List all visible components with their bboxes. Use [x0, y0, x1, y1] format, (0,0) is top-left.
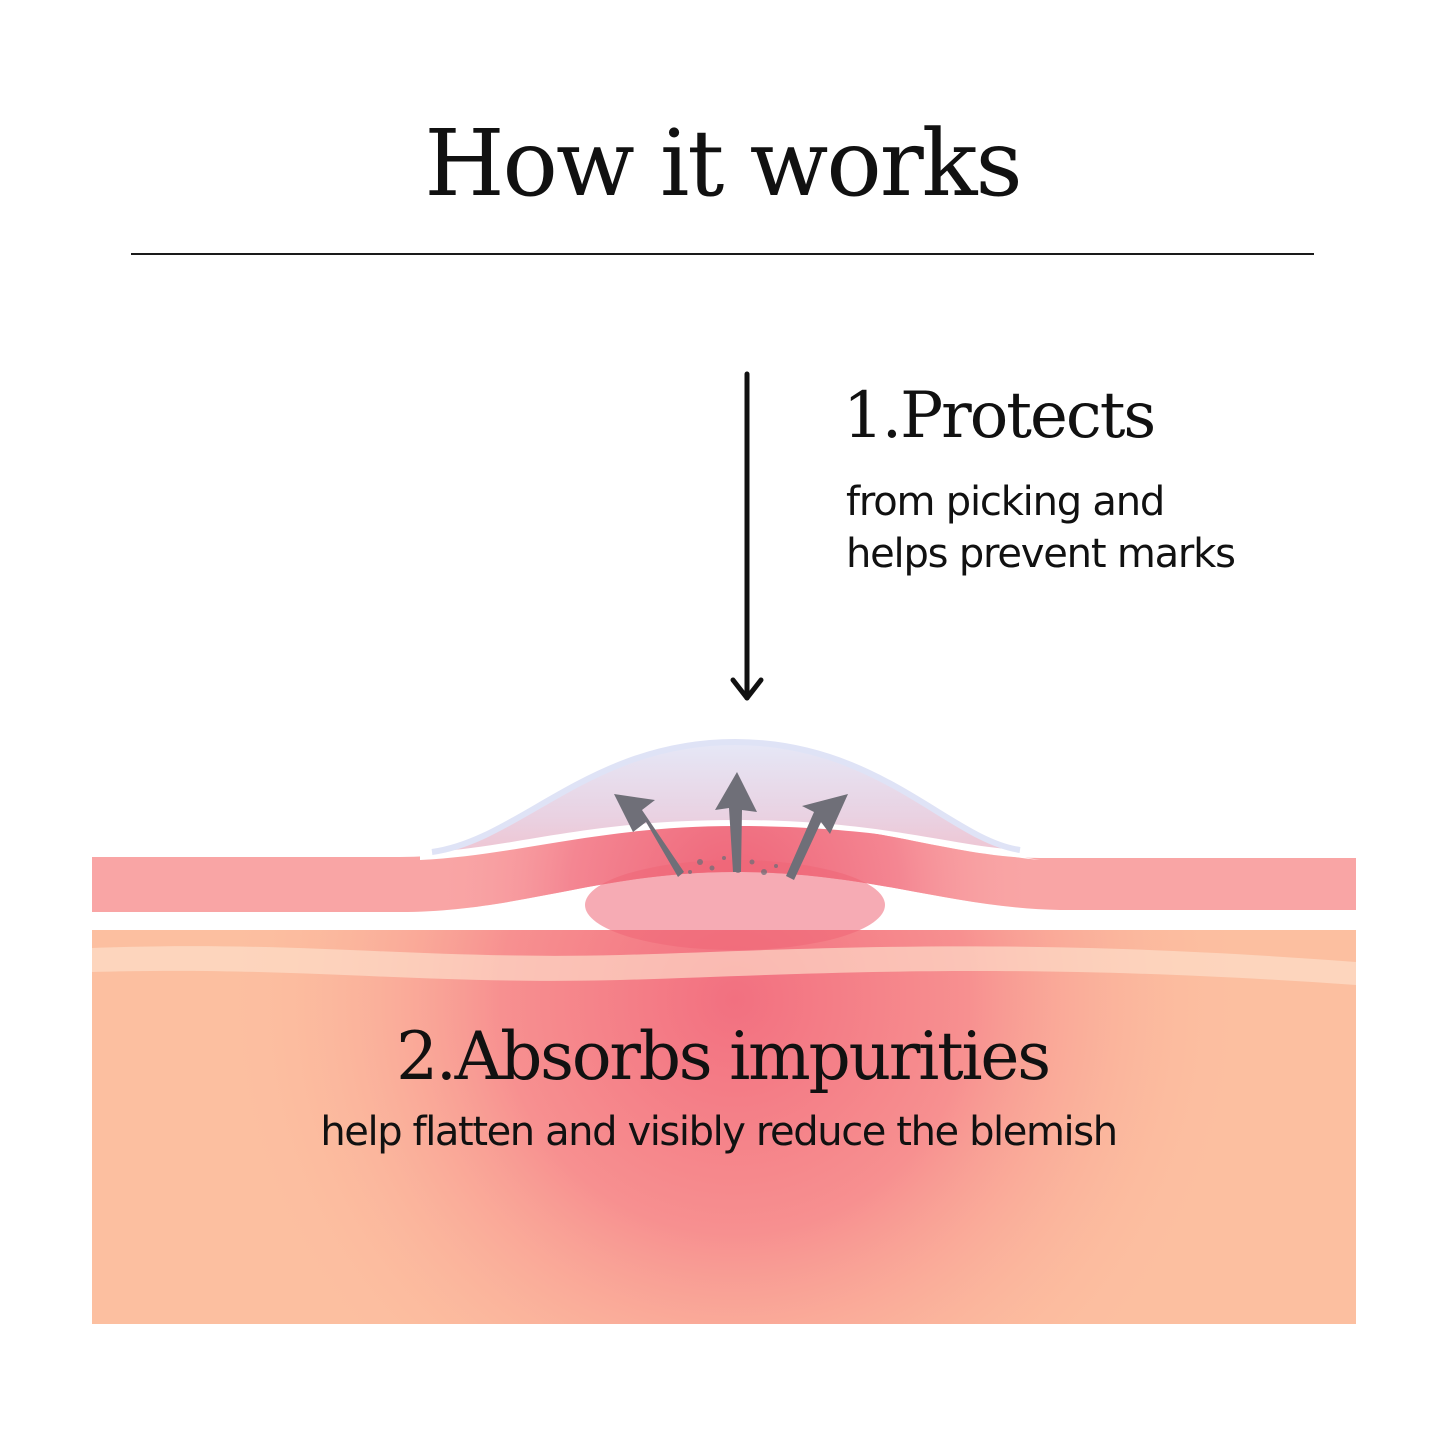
- step1-description-line: helps prevent marks: [846, 531, 1236, 577]
- step2-description: help flatten and visibly reduce the blem…: [320, 1109, 1118, 1155]
- step2-title: 2.Absorbs impurities: [396, 1018, 1051, 1095]
- page-title: How it works: [424, 110, 1022, 217]
- blemish-core: [585, 860, 885, 950]
- impurity-arrow-icon: [715, 772, 757, 872]
- step1-title: 1.Protects: [843, 379, 1156, 453]
- skin-wave-band: [92, 946, 1356, 985]
- impurity-arrow-icon: [614, 794, 684, 877]
- step1-description-line: from picking and: [846, 479, 1165, 525]
- step1-description: from picking and helps prevent marks: [846, 476, 1236, 580]
- impurity-arrow-icon: [786, 794, 848, 880]
- title-divider: [131, 253, 1314, 255]
- down-arrow-icon: [730, 371, 764, 701]
